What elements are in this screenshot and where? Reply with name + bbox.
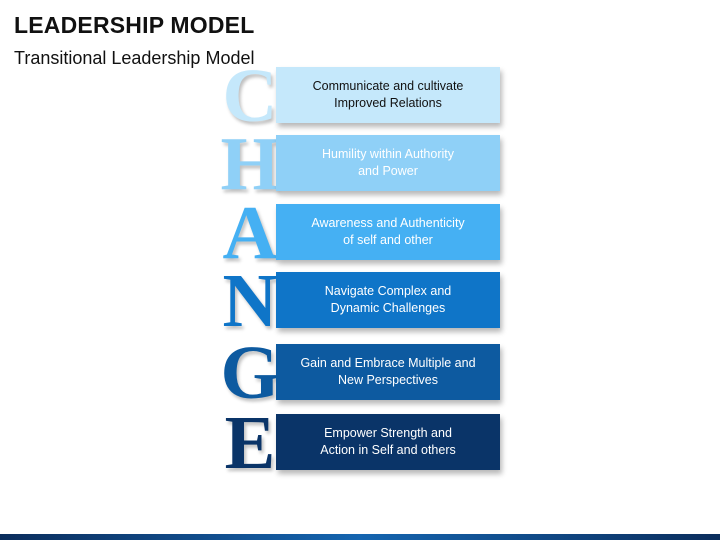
box-text-line: Dynamic Challenges	[330, 301, 446, 315]
letter-h: H	[220, 122, 280, 206]
box-text-line: Action in Self and others	[320, 443, 456, 457]
box-text-line: Humility within Authority	[322, 147, 454, 161]
letter-a: A	[222, 191, 278, 275]
box-communicate: Communicate and cultivate Improved Relat…	[276, 67, 500, 123]
box-text-line: of self and other	[343, 233, 433, 247]
box-awareness: Awareness and Authenticity of self and o…	[276, 204, 500, 260]
box-humility: Humility within Authority and Power	[276, 135, 500, 191]
box-gain: Gain and Embrace Multiple and New Perspe…	[276, 344, 500, 400]
box-text: Gain and Embrace Multiple and New Perspe…	[300, 355, 475, 389]
box-text-line: Communicate and cultivate	[312, 79, 464, 93]
footer-bar	[0, 534, 720, 540]
box-text-line: Awareness and Authenticity	[311, 216, 465, 230]
box-text-line: and Power	[358, 164, 418, 178]
letter-c: C	[222, 54, 278, 138]
box-text: Humility within Authority and Power	[322, 146, 454, 180]
box-text-line: Gain and Embrace Multiple and	[300, 356, 476, 370]
box-text: Awareness and Authenticity of self and o…	[311, 215, 464, 249]
box-text: Navigate Complex and Dynamic Challenges	[325, 283, 451, 317]
box-text: Communicate and cultivate Improved Relat…	[313, 78, 464, 112]
box-empower: Empower Strength and Action in Self and …	[276, 414, 500, 470]
box-text-line: Navigate Complex and	[324, 284, 452, 298]
box-text-line: Improved Relations	[334, 96, 442, 110]
letter-n: N	[222, 259, 278, 343]
letter-e: E	[224, 401, 276, 485]
letter-g: G	[220, 331, 280, 415]
box-text-line: Empower Strength and	[324, 426, 452, 440]
box-text: Empower Strength and Action in Self and …	[320, 425, 456, 459]
box-text-line: New Perspectives	[337, 373, 439, 387]
slide-subtitle: Transitional Leadership Model	[14, 48, 255, 68]
slide-title: LEADERSHIP MODEL	[14, 12, 255, 38]
box-navigate: Navigate Complex and Dynamic Challenges	[276, 272, 500, 328]
